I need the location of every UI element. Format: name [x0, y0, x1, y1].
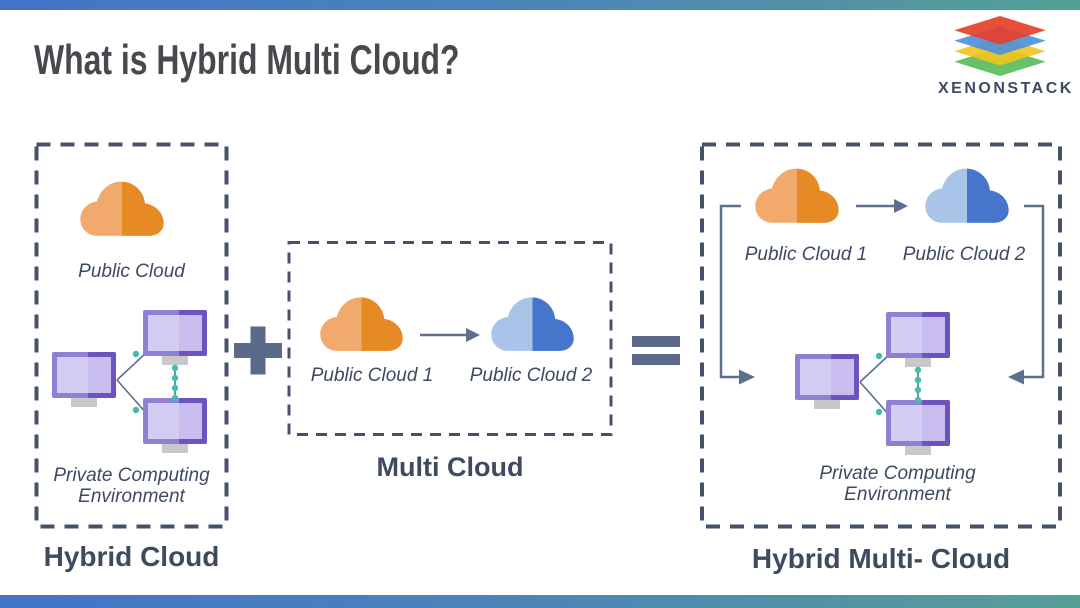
hybrid-cloud-title: Hybrid Cloud — [43, 541, 220, 572]
monitor-icon — [886, 312, 950, 367]
private-network-cluster — [52, 310, 207, 453]
top-accent-bar — [0, 0, 1080, 10]
public-cloud-1-icon — [320, 297, 403, 351]
public-cloud-2-label: Public Cloud 2 — [469, 365, 593, 386]
logo-wordmark: XENONSTACK — [938, 80, 1074, 97]
public-cloud-2-icon — [491, 297, 574, 351]
equals-icon — [632, 336, 680, 365]
connector-cloud2-to-private-icon — [1008, 204, 1045, 385]
arrow-cloud1-to-cloud2-icon — [856, 199, 908, 213]
monitor-icon — [52, 352, 116, 407]
public-cloud-1-label: Public Cloud 1 — [310, 365, 434, 386]
connector-cloud1-to-private-icon — [719, 204, 755, 385]
arrow-cloud1-to-cloud2-icon — [420, 328, 480, 342]
xenonstack-logo: XENONSTACK — [938, 16, 1074, 98]
monitor-icon — [143, 310, 207, 365]
public-cloud-1-label: Public Cloud 1 — [744, 244, 868, 265]
logo-layer-red — [954, 16, 1046, 45]
private-env-label: Private Computing Environment — [53, 465, 210, 507]
network-node-dots — [875, 352, 922, 416]
public-cloud-label: Public Cloud — [78, 261, 185, 282]
page-title: What is Hybrid Multi Cloud? — [34, 36, 460, 83]
public-cloud-icon — [80, 181, 164, 236]
monitor-icon — [886, 400, 950, 455]
hybrid-multi-cloud-box-border — [700, 142, 1062, 529]
bottom-accent-bar — [0, 595, 1080, 608]
public-cloud-2-icon — [925, 168, 1009, 223]
private-env-label: Private Computing Environment — [819, 463, 976, 505]
multi-cloud-title: Multi Cloud — [376, 452, 524, 482]
public-cloud-1-icon — [755, 168, 839, 223]
private-network-cluster — [795, 312, 950, 455]
public-cloud-2-label: Public Cloud 2 — [902, 244, 1026, 265]
monitor-icon — [143, 398, 207, 453]
logo-layers-icon — [954, 16, 1046, 76]
plus-icon — [234, 326, 282, 375]
hybrid-multi-cloud-title: Hybrid Multi- Cloud — [751, 543, 1011, 574]
monitor-icon — [795, 354, 859, 409]
network-node-dots — [132, 350, 179, 414]
multi-cloud-box-border — [287, 241, 613, 436]
